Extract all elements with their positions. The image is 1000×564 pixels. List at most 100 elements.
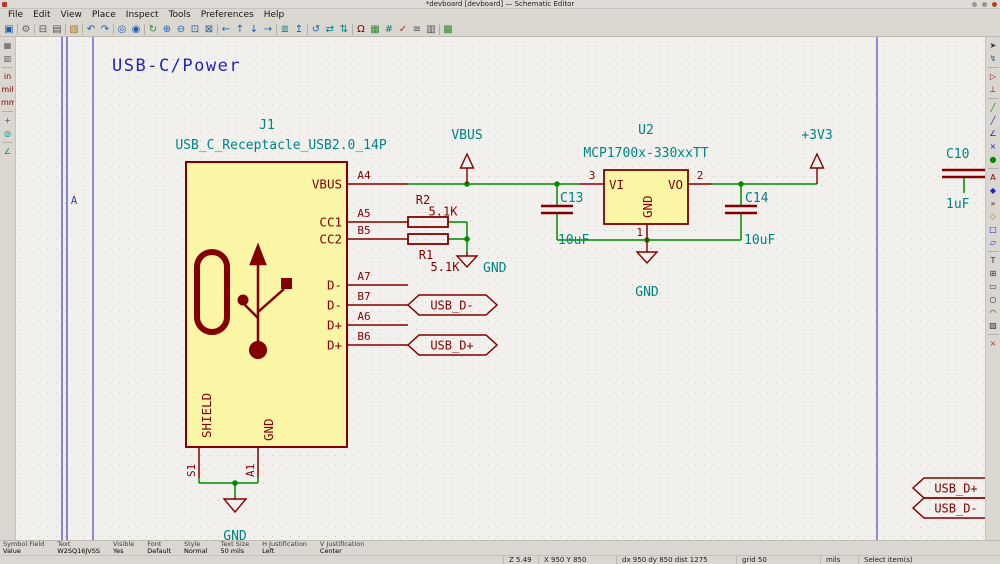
print-button[interactable]: ⊟ [38, 23, 48, 35]
rotate-ccw-button[interactable]: ↺ [311, 23, 321, 35]
r2-value[interactable]: 5.1K [429, 205, 459, 219]
window-menu-icon[interactable] [2, 2, 7, 7]
component-j1[interactable]: J1 USB_C_Receptacle_USB2.0_14P [175, 118, 408, 478]
minimize-button[interactable] [972, 2, 977, 7]
select-tool[interactable]: ➤ [989, 41, 997, 50]
gnd-label[interactable]: GND [483, 261, 507, 276]
menu-view[interactable]: View [60, 10, 82, 20]
redo-button[interactable]: ↷ [100, 23, 110, 35]
power-gnd-j1[interactable]: GND [222, 497, 248, 540]
grid-settings-button[interactable]: ▥ [3, 54, 12, 63]
power-3v3-label[interactable]: +3V3 [801, 128, 832, 143]
arc-tool[interactable]: ◠ [989, 308, 997, 317]
save-button[interactable]: ▣ [4, 23, 14, 35]
hidden-pins-button[interactable]: ◎ [4, 129, 11, 138]
hierarchy-navigator-button[interactable]: ≣ [280, 23, 290, 35]
menu-edit[interactable]: Edit [33, 10, 51, 20]
wire-to-bus-entry-tool[interactable]: ∠ [989, 129, 997, 138]
zoom-selection-button[interactable]: ⊠ [204, 23, 214, 35]
component-r1[interactable]: R1 5.1K [407, 233, 461, 274]
component-r2[interactable]: R2 5.1K [407, 193, 459, 228]
cursor-shape-button[interactable]: + [4, 116, 11, 125]
directive-label-tool[interactable]: ◆ [989, 186, 997, 195]
gnd-label[interactable]: GND [223, 529, 247, 540]
sheet-title-text[interactable]: USB-C/Power [112, 56, 241, 76]
hierarchical-label-tool[interactable]: ◇ [989, 212, 997, 221]
assign-footprints-button[interactable]: ≡ [412, 23, 422, 35]
add-wire-tool[interactable]: ╱ [990, 103, 996, 112]
circle-tool[interactable]: ○ [989, 295, 997, 304]
text-tool[interactable]: T [990, 256, 996, 265]
navigate-back-button[interactable]: ← [221, 23, 231, 35]
menu-preferences[interactable]: Preferences [200, 10, 254, 20]
menu-inspect[interactable]: Inspect [125, 10, 159, 20]
power-vbus-label[interactable]: VBUS [451, 128, 482, 143]
r1-reference[interactable]: R1 [419, 248, 433, 262]
junction-shield[interactable] [232, 480, 238, 486]
add-sheet-tool[interactable]: □ [989, 225, 997, 234]
find-button[interactable]: ◎ [117, 23, 127, 35]
delete-tool[interactable]: × [989, 339, 997, 348]
global-label-usb-dp[interactable]: USB_D+ [406, 334, 499, 356]
units-mm-button[interactable]: mm [1, 98, 14, 107]
component-c14[interactable]: C14 10uF [725, 191, 775, 248]
maximize-button[interactable] [982, 2, 987, 7]
add-symbol-tool[interactable]: ▷ [989, 72, 997, 81]
global-label-text[interactable]: USB_D+ [430, 339, 473, 353]
j1-reference[interactable]: J1 [259, 118, 275, 133]
no-connect-tool[interactable]: × [989, 142, 997, 151]
mirror-horizontal-button[interactable]: ⇄ [325, 23, 335, 35]
global-label-usb-dp-right[interactable]: USB_D+ [911, 477, 985, 499]
component-c10[interactable]: C10 1uF [942, 147, 985, 212]
junction-c14[interactable] [738, 181, 744, 187]
navigate-up-button[interactable]: ↑ [235, 23, 245, 35]
sheet-pin-tool[interactable]: ▱ [989, 238, 997, 247]
annotate-button[interactable]: # [384, 23, 394, 35]
c13-reference[interactable]: C13 [560, 191, 583, 206]
power-3v3[interactable]: +3V3 [801, 128, 833, 184]
units-mils-button[interactable]: mil [1, 85, 14, 94]
global-label-text[interactable]: USB_D- [934, 502, 977, 516]
close-button[interactable] [992, 2, 997, 7]
global-label-usb-dm[interactable]: USB_D- [406, 294, 499, 316]
text-box-tool[interactable]: ⊞ [989, 269, 997, 278]
add-power-port-tool[interactable]: ⊥ [989, 85, 997, 94]
image-tool[interactable]: ▨ [989, 321, 997, 330]
zoom-in-button[interactable]: ⊕ [162, 23, 172, 35]
r2-reference[interactable]: R2 [416, 193, 430, 207]
global-label-text[interactable]: USB_D+ [934, 482, 977, 496]
u2-body[interactable] [603, 169, 689, 225]
footprint-editor-button[interactable]: ▦ [370, 23, 380, 35]
global-label-usb-dm-right[interactable]: USB_D- [911, 497, 985, 519]
component-c13[interactable]: C13 10uF [541, 191, 589, 248]
zoom-fit-button[interactable]: ⊡ [190, 23, 200, 35]
u2-reference[interactable]: U2 [638, 123, 654, 138]
gnd-label[interactable]: GND [635, 285, 659, 300]
c13-value[interactable]: 10uF [558, 233, 589, 248]
r1-value[interactable]: 5.1K [431, 260, 461, 274]
symbol-editor-button[interactable]: Ω [357, 23, 365, 35]
mirror-vertical-button[interactable]: ⇅ [339, 23, 349, 35]
highlight-net-tool[interactable]: ↯ [989, 54, 997, 63]
power-gnd-u2[interactable]: GND [635, 240, 659, 300]
schematic-canvas[interactable]: A USB-C/Power J1 USB_C_Receptacle_USB2.0… [16, 37, 985, 540]
free-angle-wires-button[interactable]: ∠ [3, 147, 12, 156]
grid-visibility-button[interactable]: ▦ [3, 41, 12, 50]
c10-reference[interactable]: C10 [946, 147, 969, 162]
units-inches-button[interactable]: in [3, 72, 12, 81]
schematic-setup-button[interactable]: ⚙ [21, 23, 31, 35]
r1-body[interactable] [407, 233, 449, 245]
paste-button[interactable]: ▧ [69, 23, 79, 35]
navigate-forward-button[interactable]: → [263, 23, 273, 35]
junction-tool[interactable]: ● [989, 155, 997, 164]
power-gnd-resistors[interactable]: GND [455, 252, 507, 276]
menu-file[interactable]: File [8, 10, 24, 20]
component-u2[interactable]: U2 MCP1700x-330xxTT 3 2 1 VI VO GND [580, 123, 712, 240]
erc-button[interactable]: ✓ [398, 23, 408, 35]
bom-button[interactable]: ▥ [426, 23, 436, 35]
leave-sheet-button[interactable]: ↥ [294, 23, 304, 35]
open-pcb-editor-button[interactable]: ▩ [443, 23, 453, 35]
add-bus-tool[interactable]: ╱ [990, 116, 996, 125]
global-label-tool[interactable]: » [990, 199, 996, 208]
junction-c13[interactable] [554, 181, 560, 187]
